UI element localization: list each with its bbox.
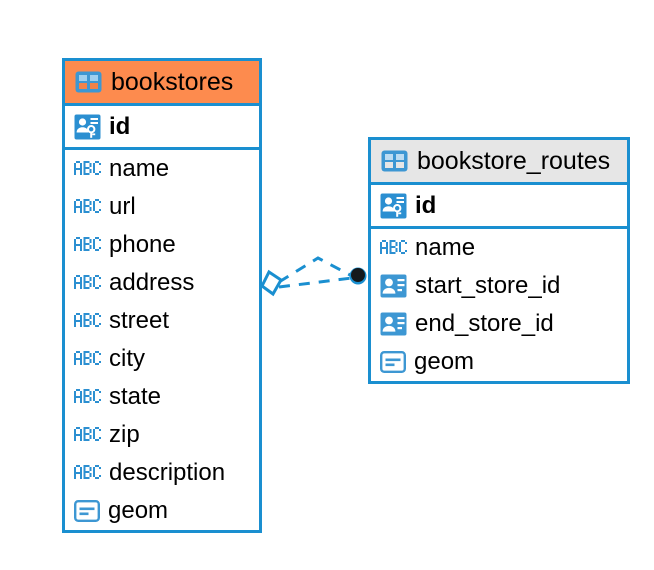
field-row[interactable]: geom [371,343,627,381]
abc-text-icon [74,351,101,367]
field-label: geom [108,497,169,524]
abc-text-icon [74,275,101,291]
field-row[interactable]: geom [65,492,259,530]
entity-body-bookstores: id [65,106,259,530]
entity-body-bookstore-routes: id [371,185,627,381]
geometry-icon [380,351,407,374]
foreign-key-icon [380,312,407,336]
abc-text-icon [380,240,407,256]
field-row[interactable]: start_store_id [371,267,627,305]
abc-text-icon [74,465,101,481]
abc-text-icon [74,313,101,329]
field-label: description [109,459,226,486]
primary-key-icon [380,193,407,219]
field-label: url [109,193,136,220]
field-row[interactable]: end_store_id [371,305,627,343]
field-row[interactable]: street [65,302,259,340]
field-label: name [415,234,476,261]
field-row[interactable]: zip [65,416,259,454]
field-row[interactable]: id [371,185,627,229]
relationship-line-lower [278,276,353,289]
abc-text-icon [74,199,101,215]
field-label: address [109,269,195,296]
field-row[interactable]: id [65,106,259,150]
field-label: zip [109,421,140,448]
field-label: state [109,383,162,410]
relationship-target-circle-marker [349,267,367,285]
abc-text-icon [74,161,101,177]
table-icon [75,71,102,93]
primary-key-icon [74,114,101,140]
entity-header-bookstores[interactable]: bookstores [65,61,259,106]
field-row[interactable]: phone [65,226,259,264]
field-label: end_store_id [415,310,554,337]
geometry-icon [74,500,101,523]
field-label: phone [109,231,176,258]
field-label: start_store_id [415,272,561,299]
field-row[interactable]: description [65,454,259,492]
field-row[interactable]: state [65,378,259,416]
entity-bookstores[interactable]: bookstores id [62,58,262,533]
entity-title: bookstores [111,67,234,96]
field-label: geom [414,348,475,375]
entity-title: bookstore_routes [417,146,611,175]
field-row[interactable]: url [65,188,259,226]
field-row[interactable]: address [65,264,259,302]
abc-text-icon [74,237,101,253]
entity-header-bookstore-routes[interactable]: bookstore_routes [371,140,627,185]
field-row[interactable]: name [371,229,627,267]
abc-text-icon [74,389,101,405]
abc-text-icon [74,427,101,443]
table-icon [381,150,408,172]
field-label: name [109,155,170,182]
field-row[interactable]: name [65,150,259,188]
field-row[interactable]: city [65,340,259,378]
field-label: city [109,345,145,372]
relationship-source-diamond-marker [260,269,283,297]
field-label: id [109,112,131,140]
field-label: street [109,307,170,334]
foreign-key-icon [380,274,407,298]
field-label: id [415,191,437,219]
relationship-line-upper [278,256,353,284]
entity-bookstore-routes[interactable]: bookstore_routes id [368,137,630,384]
